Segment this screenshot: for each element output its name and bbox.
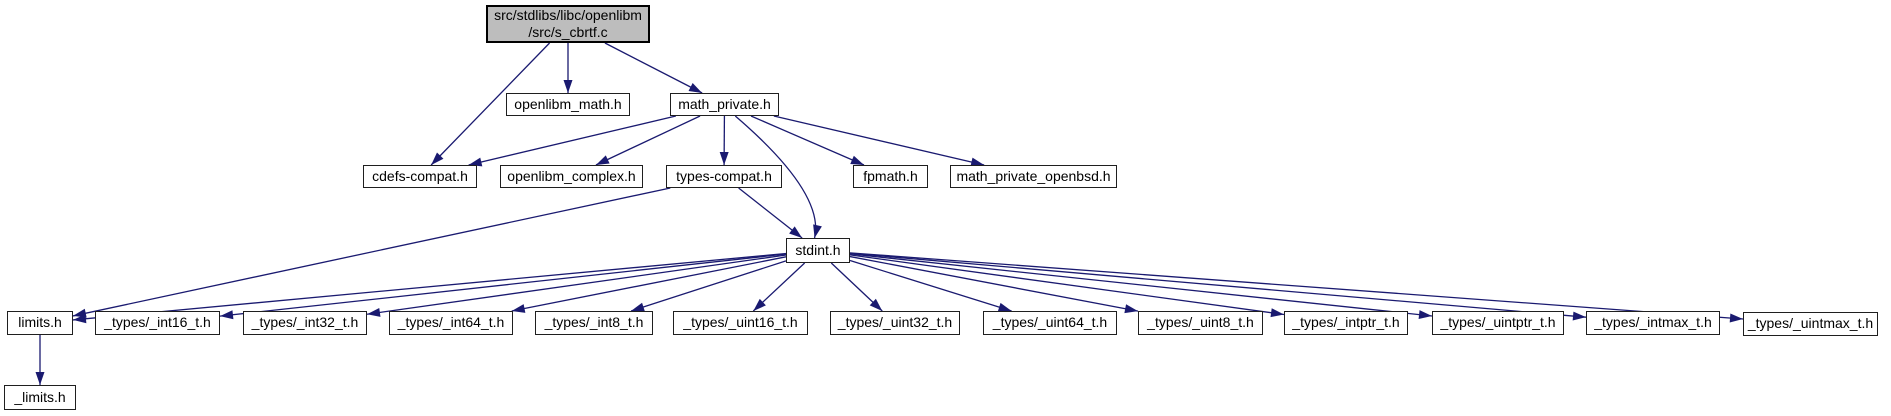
edge-arrowhead (970, 157, 985, 167)
edge-arrowhead (563, 80, 573, 93)
edge-stdint-to-uintptr (849, 253, 1433, 317)
edge-stdint-to-int16 (219, 253, 787, 317)
edge-stdint-to-uint8 (849, 255, 1139, 312)
edge-arrowhead (1270, 308, 1284, 318)
graph-node-fpmath[interactable]: fpmath.h (853, 165, 928, 188)
graph-node-uintmax[interactable]: _types/_uintmax_t.h (1743, 312, 1878, 336)
edge-stdint-to-uintmax (849, 252, 1744, 320)
edge-arrowhead (431, 152, 444, 165)
edge-types_compat-to-stdint (738, 187, 803, 239)
edge-stdint-to-int32 (366, 254, 787, 315)
edge-arrowhead (850, 155, 864, 165)
graph-node-uintptr[interactable]: _types/_uintptr_t.h (1432, 311, 1564, 335)
graph-node-uint32[interactable]: _types/_uint32_t.h (830, 311, 960, 335)
graph-node-s_cbrtf: src/stdlibs/libc/openlibm /src/s_cbrtf.c (486, 5, 650, 43)
graph-node-uint16[interactable]: _types/_uint16_t.h (673, 311, 808, 335)
graph-node-types_compat[interactable]: types-compat.h (666, 165, 782, 188)
edge-arrowhead (511, 304, 526, 313)
edge-arrowhead (631, 302, 645, 312)
edge-stdint-to-int64 (511, 256, 787, 312)
edge-arrowhead (468, 157, 483, 167)
edge-s_cbrtf-to-math_private (604, 42, 703, 94)
edge-arrowhead (789, 226, 803, 238)
graph-node-int16[interactable]: _types/_int16_t.h (95, 311, 220, 335)
edge-arrowhead (1124, 304, 1138, 314)
edge-arrowhead (35, 372, 45, 385)
edge-arrowhead (719, 151, 729, 165)
graph-node-stdint[interactable]: stdint.h (786, 238, 850, 263)
graph-node-openlibm_complex[interactable]: openlibm_complex.h (500, 165, 643, 188)
graph-node-int32[interactable]: _types/_int32_t.h (243, 311, 367, 335)
edge-math_private-to-openlibm_complex (595, 115, 701, 166)
edge-math_private-to-cdefs_compat (468, 115, 677, 166)
edge-stdint-to-intmax (849, 252, 1587, 318)
edge-types_compat-to-limits (72, 187, 671, 317)
edge-stdint-to-int8 (630, 260, 787, 312)
edge-stdint-to-uint64 (849, 259, 1012, 312)
graph-node-limits[interactable]: limits.h (7, 311, 73, 335)
edge-stdint-to-intptr (849, 254, 1285, 316)
edge-arrowhead (73, 314, 87, 324)
graph-node-int64[interactable]: _types/_int64_t.h (389, 311, 513, 335)
edge-arrowhead (595, 155, 610, 165)
edge-stdint-to-limits (72, 252, 787, 321)
graph-node-int8[interactable]: _types/_int8_t.h (535, 311, 653, 335)
edge-arrowhead (753, 298, 766, 311)
edge-arrowhead (813, 224, 822, 238)
graph-node-intptr[interactable]: _types/_intptr_t.h (1284, 311, 1408, 335)
graph-node-cdefs_compat[interactable]: cdefs-compat.h (363, 165, 477, 188)
edge-math_private-to-fpmath (750, 115, 865, 166)
edge-arrowhead (997, 302, 1012, 312)
graph-node-math_private_openbsd[interactable]: math_private_openbsd.h (950, 165, 1117, 188)
edge-arrowhead (688, 83, 703, 93)
graph-node-openlibm_math[interactable]: openlibm_math.h (506, 93, 630, 116)
graph-node-intmax[interactable]: _types/_intmax_t.h (1586, 311, 1720, 335)
edge-arrowhead (869, 298, 883, 311)
edge-arrowhead (1418, 310, 1432, 320)
edge-math_private-to-math_private_openbsd (773, 115, 985, 166)
graph-node-_limits[interactable]: _limits.h (4, 385, 76, 410)
edge-s_cbrtf-to-cdefs_compat (430, 42, 551, 166)
edge-arrowhead (1572, 311, 1586, 321)
edge-arrowhead (367, 307, 381, 317)
edge-arrowhead (1729, 313, 1743, 323)
edge-arrowhead (220, 310, 234, 320)
graph-node-uint8[interactable]: _types/_uint8_t.h (1138, 311, 1263, 335)
graph-node-uint64[interactable]: _types/_uint64_t.h (983, 311, 1117, 335)
graph-node-math_private[interactable]: math_private.h (670, 93, 779, 116)
